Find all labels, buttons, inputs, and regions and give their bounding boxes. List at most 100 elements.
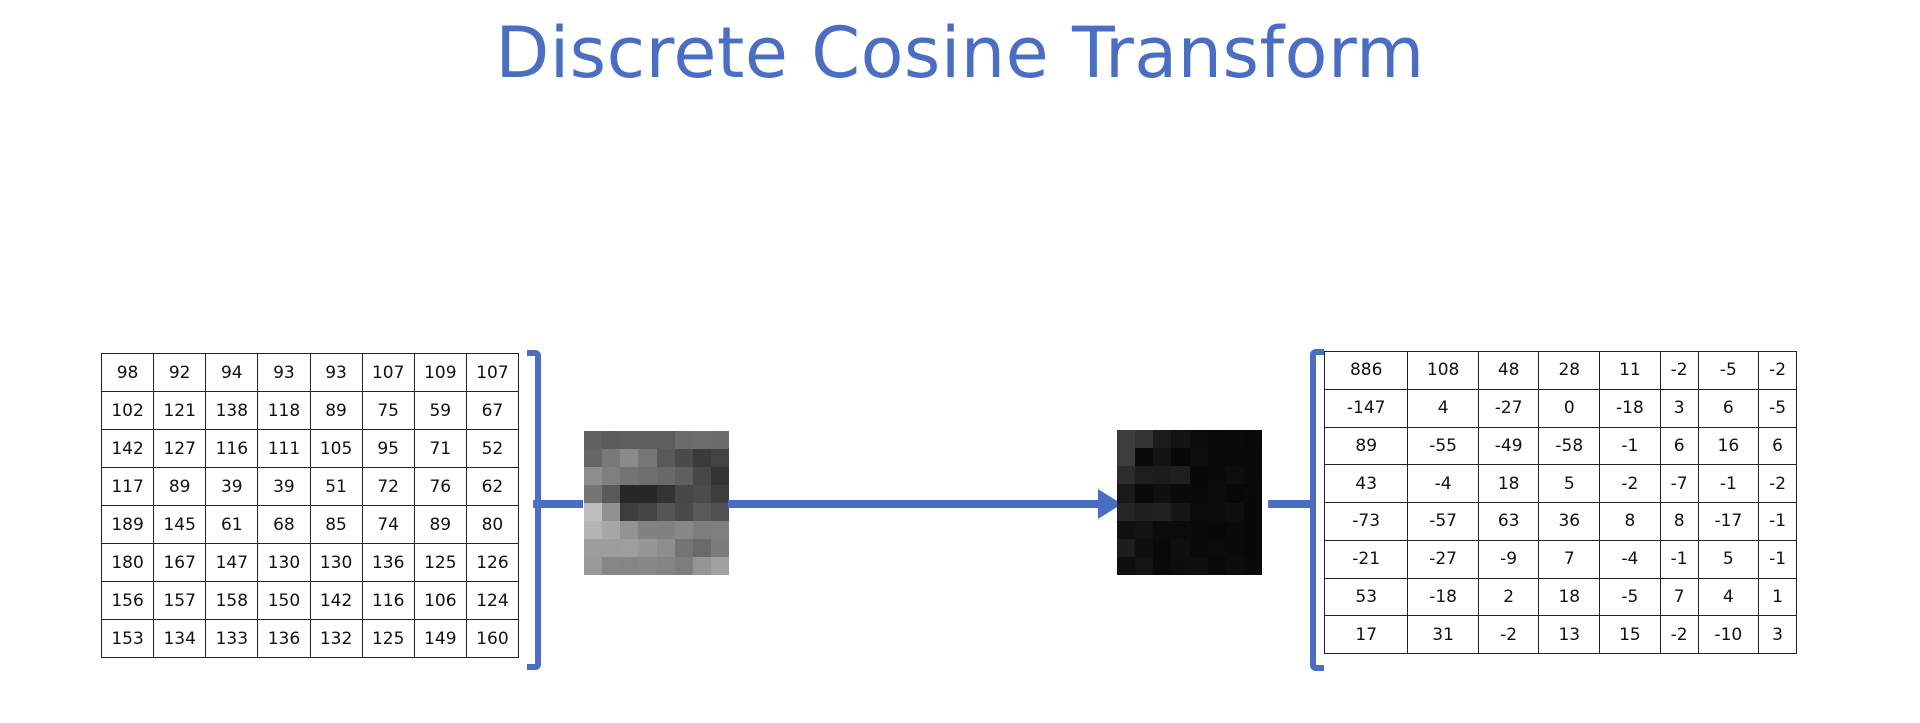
coefficient-cell [1171,448,1190,467]
pixel-cell [584,431,603,449]
coefficient-cell [1225,502,1244,521]
table-cell: 125 [361,619,415,658]
table-cell: 72 [361,467,415,506]
table-cell: -2 [1659,615,1699,654]
table-cell: 85 [309,505,363,544]
coefficient-cell [1153,538,1172,557]
coefficient-cell [1153,484,1172,503]
pixel-cell [674,431,693,449]
pixel-cell [656,557,675,575]
table-cell: -5 [1697,351,1760,390]
coefficient-cell [1117,448,1136,467]
pixel-cell [656,467,675,485]
pixel-cell [584,539,603,557]
coefficient-cell [1207,466,1226,485]
table-cell: 89 [153,467,207,506]
slide-title: Discrete Cosine Transform [495,12,1425,94]
table-cell: 117 [100,467,155,506]
table-cell: -17 [1697,502,1760,541]
table-cell: 6 [1758,426,1797,466]
pixel-cell [710,521,729,539]
coefficient-cell [1243,430,1262,449]
pixel-cell [674,449,693,467]
pixel-cell [692,557,711,575]
table-cell: 89 [309,391,363,430]
pixel-cell [584,449,603,467]
dct-coefficient-block [1117,430,1262,575]
pixel-cell [674,521,693,539]
table-cell: 105 [309,429,363,468]
table-cell: 180 [100,543,155,582]
coefficient-cell [1153,448,1172,467]
table-cell: 147 [205,543,259,582]
table-cell: 28 [1538,351,1601,390]
table-cell: 5 [1697,539,1760,579]
table-cell: 108 [1407,351,1479,390]
pixel-cell [656,431,675,449]
coefficient-cell [1243,484,1262,503]
table-cell: -10 [1697,615,1760,654]
table-cell: 39 [257,467,311,506]
table-cell: 71 [413,429,467,468]
coefficient-cell [1225,466,1244,485]
coefficient-cell [1189,556,1208,575]
pixel-cell [638,557,657,575]
table-cell: 3 [1659,388,1699,428]
pixel-cell [638,539,657,557]
pixel-cell [710,557,729,575]
table-cell: 36 [1538,502,1601,541]
table-cell: -2 [1659,351,1699,390]
table-cell: 136 [257,619,311,658]
table-cell: 7 [1659,577,1699,617]
table-cell: -27 [1477,388,1540,428]
right-bracket [1310,349,1324,671]
coefficient-cell [1225,520,1244,539]
coefficient-cell [1153,520,1172,539]
pixel-cell [638,449,657,467]
coefficient-cell [1189,502,1208,521]
table-cell: 18 [1538,577,1601,617]
table-cell: -57 [1407,502,1479,541]
coefficient-cell [1207,430,1226,449]
coefficient-cell [1207,502,1226,521]
pixel-cell [710,449,729,467]
table-cell: 6 [1697,388,1760,428]
coefficient-cell [1225,484,1244,503]
table-cell: 106 [413,581,467,620]
coefficient-cell [1171,484,1190,503]
coefficient-cell [1117,430,1136,449]
pixel-cell [638,485,657,503]
coefficient-cell [1153,430,1172,449]
pixel-cell [692,539,711,557]
table-cell: -1 [1599,426,1661,466]
table-cell: 121 [153,391,207,430]
coefficient-cell [1135,520,1154,539]
pixel-cell [602,431,621,449]
table-cell: 80 [465,505,520,544]
table-cell: 138 [205,391,259,430]
coefficient-cell [1135,502,1154,521]
pixel-cell [620,539,639,557]
table-cell: 156 [100,581,155,620]
coefficient-cell [1135,448,1154,467]
pixel-cell [674,557,693,575]
left-bracket [527,350,541,670]
table-cell: 68 [257,505,311,544]
table-cell: -27 [1407,539,1479,579]
pixel-cell [584,485,603,503]
coefficient-cell [1171,430,1190,449]
pixel-cell [602,467,621,485]
pixel-cell [692,485,711,503]
table-cell: -147 [1323,388,1409,428]
table-cell: 124 [465,581,520,620]
coefficient-cell [1243,448,1262,467]
table-cell: 1 [1758,577,1797,617]
table-cell: 8 [1599,502,1661,541]
pixel-cell [620,557,639,575]
